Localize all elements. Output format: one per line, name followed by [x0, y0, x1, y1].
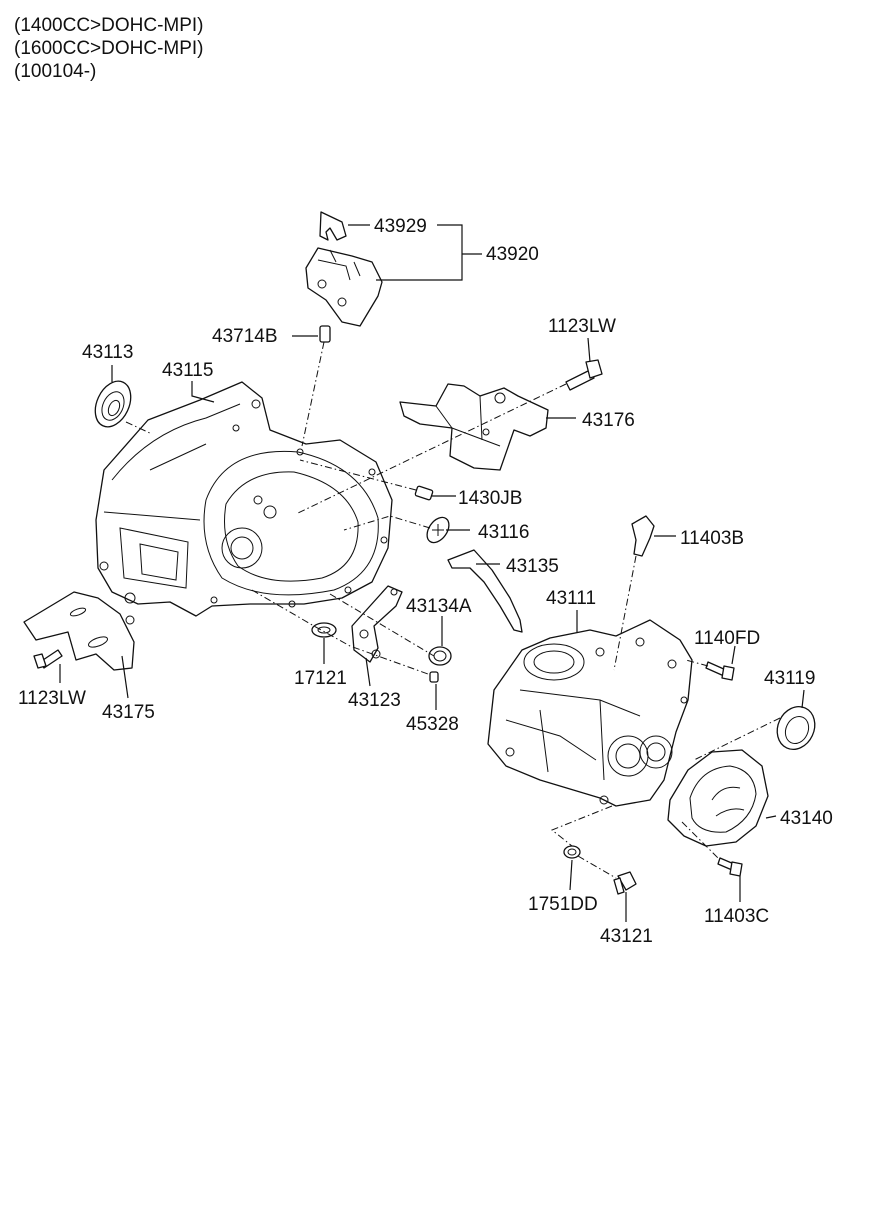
label-1751DD: 1751DD	[528, 894, 598, 915]
part-1123LW-bolt-left[interactable]	[33, 649, 63, 669]
engine-spec-header: (1400CC>DOHC-MPI) (1600CC>DOHC-MPI) (100…	[14, 14, 204, 83]
assembly-guide-lines	[125, 341, 781, 879]
part-1430JB-dowel-pin[interactable]	[414, 485, 434, 501]
spec-line-1400cc: (1400CC>DOHC-MPI)	[14, 15, 204, 36]
label-43115: 43115	[162, 360, 213, 381]
part-43140-cover[interactable]	[667, 749, 769, 847]
label-43714B: 43714B	[212, 326, 278, 347]
label-45328: 45328	[406, 714, 459, 735]
part-43920-bracket[interactable]	[305, 247, 383, 327]
label-17121: 17121	[294, 668, 347, 689]
label-43111: 43111	[546, 588, 596, 609]
part-43116-plug[interactable]	[423, 513, 454, 546]
label-1123LW-left: 1123LW	[18, 688, 86, 709]
label-43113: 43113	[82, 342, 133, 363]
label-43176: 43176	[582, 410, 635, 431]
part-43929-clip[interactable]	[319, 211, 347, 241]
part-43113-oil-seal[interactable]	[88, 375, 137, 432]
label-43920: 43920	[486, 244, 539, 265]
part-43119-oil-seal[interactable]	[770, 700, 821, 755]
label-43135: 43135	[506, 556, 559, 577]
part-43134A-seal[interactable]	[428, 646, 452, 666]
label-43134A: 43134A	[406, 596, 472, 617]
label-43116: 43116	[478, 522, 529, 543]
part-43115-clutch-housing[interactable]	[95, 381, 393, 617]
part-17121-ring[interactable]	[311, 622, 337, 638]
spec-line-1600cc: (1600CC>DOHC-MPI)	[14, 38, 204, 59]
label-1140FD: 1140FD	[694, 628, 760, 649]
part-43176-bracket[interactable]	[399, 383, 549, 471]
label-43140: 43140	[780, 808, 833, 829]
part-11403C-bolt[interactable]	[717, 857, 743, 877]
part-11403B-plug[interactable]	[631, 515, 655, 557]
part-43714B-pin[interactable]	[319, 325, 331, 343]
label-43123: 43123	[348, 690, 401, 711]
label-43175: 43175	[102, 702, 155, 723]
label-43121: 43121	[600, 926, 653, 947]
label-1430JB: 1430JB	[458, 488, 522, 509]
part-45328-pin[interactable]	[429, 671, 439, 683]
spec-line-date: (100104-)	[14, 61, 97, 82]
part-43135-guide[interactable]	[447, 549, 523, 633]
part-1751DD-washer[interactable]	[563, 845, 581, 859]
part-43175-bracket[interactable]	[23, 591, 135, 671]
part-1140FD-bolt[interactable]	[705, 661, 735, 681]
part-1123LW-bolt-top[interactable]	[565, 359, 603, 391]
label-1123LW-top: 1123LW	[548, 316, 616, 337]
label-43929: 43929	[374, 216, 427, 237]
label-11403B: 11403B	[680, 528, 744, 549]
part-43111-transaxle-case[interactable]	[487, 619, 693, 807]
part-43121-plug[interactable]	[613, 871, 637, 895]
part-43123-bracket[interactable]	[351, 585, 403, 663]
label-43119: 43119	[764, 668, 815, 689]
leader-lines	[59, 224, 805, 922]
label-11403C: 11403C	[704, 906, 769, 927]
